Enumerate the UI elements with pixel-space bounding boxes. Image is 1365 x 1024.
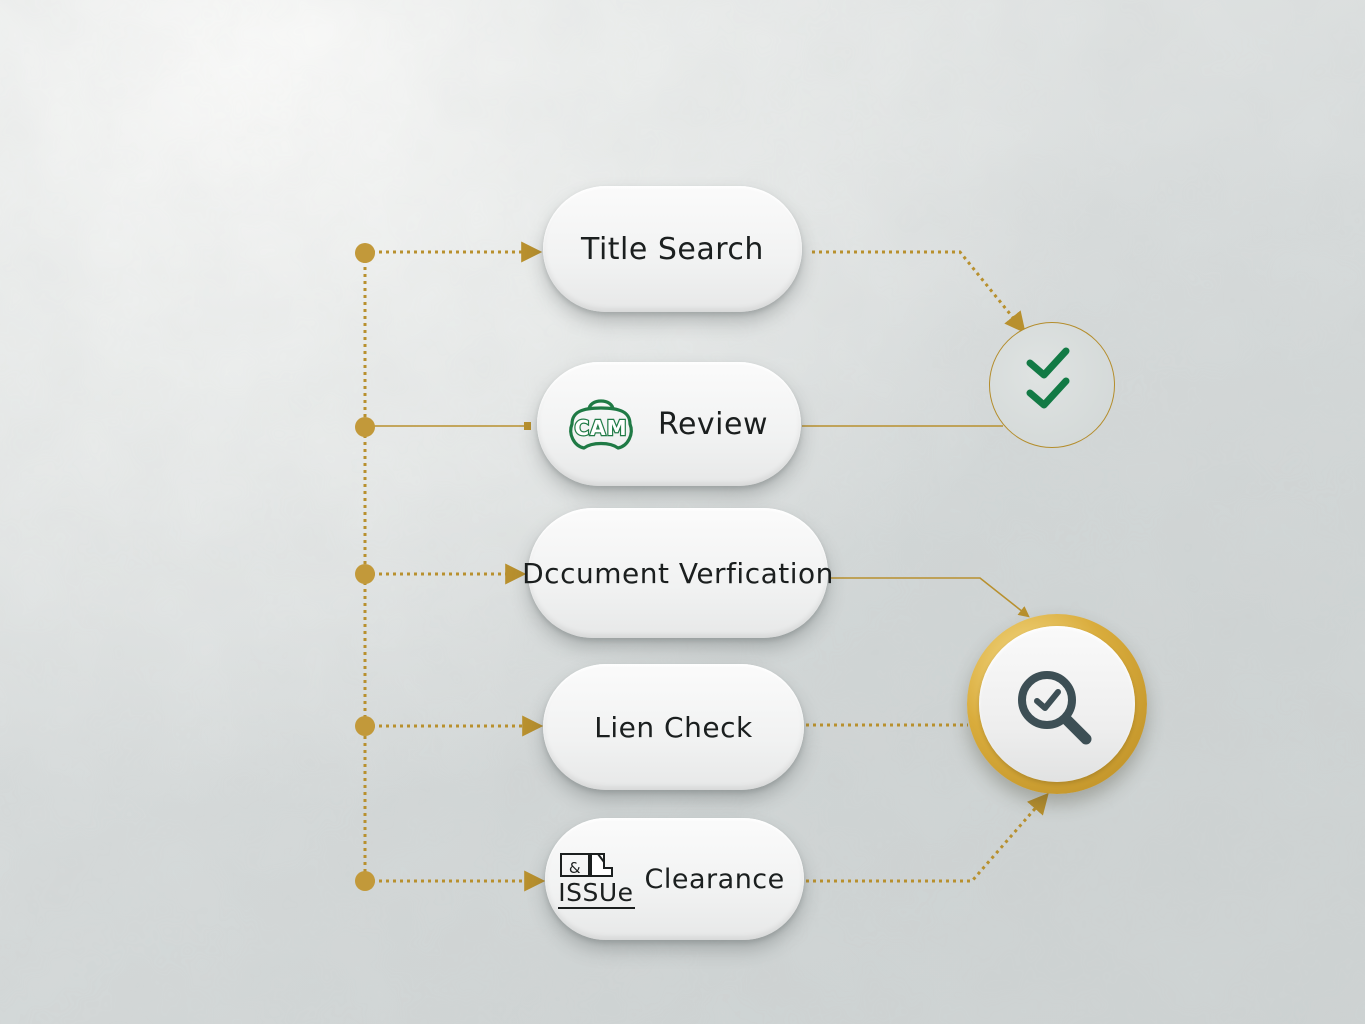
step-document-verification[interactable]: Dccument Verfication bbox=[522, 508, 833, 638]
magnifier-check-icon bbox=[1018, 671, 1092, 745]
step-label: Title Search bbox=[581, 231, 764, 267]
step-label: Review bbox=[657, 406, 769, 442]
issue-icon-group: & ISSUe bbox=[558, 850, 635, 909]
link-issue-to-search bbox=[806, 792, 1049, 883]
approved-badge[interactable] bbox=[989, 322, 1115, 448]
node-dot bbox=[355, 564, 375, 584]
step-label: Dccument Verfication bbox=[522, 556, 834, 590]
node-dot bbox=[355, 417, 375, 437]
review-icon-text: CAM bbox=[574, 416, 627, 440]
lock-bag-icon: CAM bbox=[569, 399, 633, 450]
node-dot bbox=[355, 871, 375, 891]
double-check-icon bbox=[1026, 347, 1070, 409]
inspect-badge-face bbox=[979, 626, 1135, 782]
step-lien-check[interactable]: Lien Check bbox=[543, 664, 804, 790]
link-title-to-check bbox=[812, 250, 1026, 334]
document-icon-text: & bbox=[569, 859, 581, 877]
inspect-badge[interactable] bbox=[967, 614, 1147, 794]
step-review[interactable]: CAM Review bbox=[537, 362, 801, 486]
issue-prefix: ISSUe bbox=[558, 877, 635, 909]
step-title-search[interactable]: Title Search bbox=[543, 186, 802, 312]
step-label: Lien Check bbox=[594, 710, 753, 744]
step-issue-clearance[interactable]: & ISSUe Clearance bbox=[545, 818, 804, 940]
document-icon: & bbox=[560, 852, 614, 877]
step-label: Clearance bbox=[644, 863, 785, 895]
node-dot bbox=[355, 243, 375, 263]
link-doc-to-search bbox=[830, 577, 1030, 618]
node-dot bbox=[355, 716, 375, 736]
